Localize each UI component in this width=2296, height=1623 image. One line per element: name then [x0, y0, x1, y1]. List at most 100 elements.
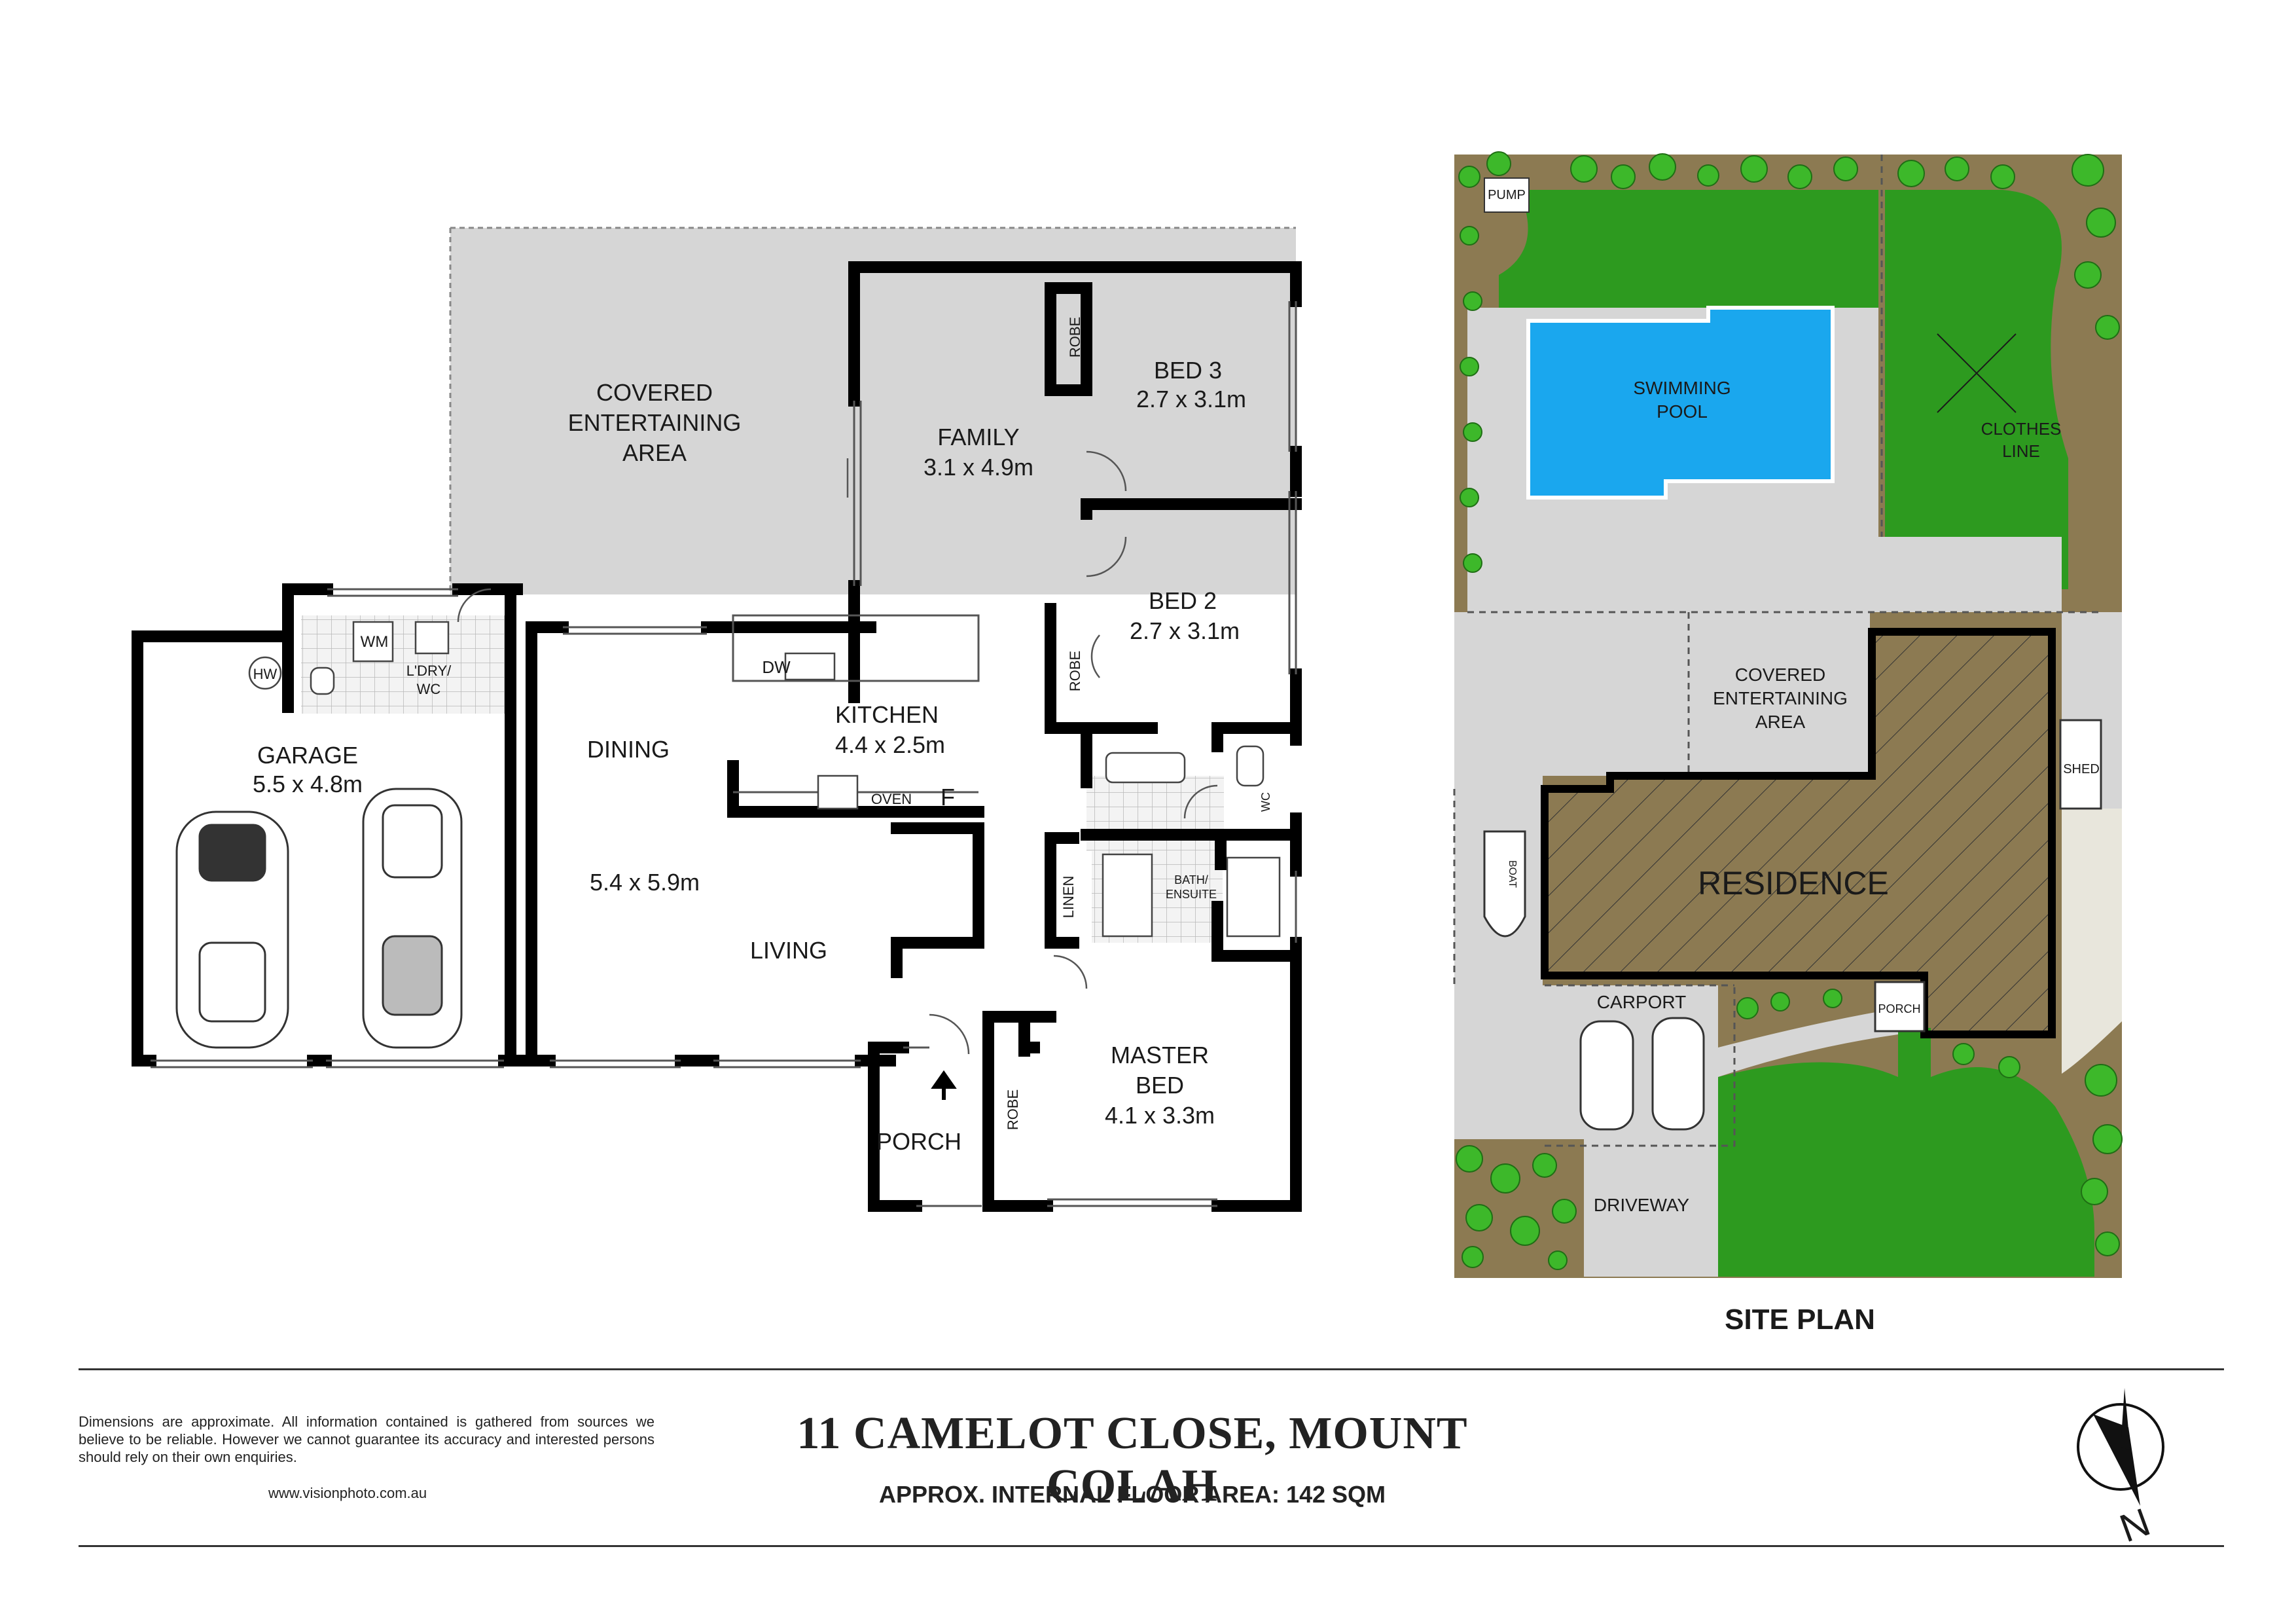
porch-path [1718, 1008, 1898, 1077]
dining-label: DINING [587, 736, 670, 763]
pool-label: POOL [1657, 401, 1708, 422]
footer-rule-top [79, 1368, 2224, 1370]
driveway-label: DRIVEWAY [1594, 1195, 1690, 1215]
site-plan-title: SITE PLAN [1725, 1304, 1875, 1336]
toilet-icon [1236, 745, 1265, 787]
covered-area-label: AREA [622, 439, 687, 466]
floor-plan-labels: COVERED ENTERTAINING AREA GARAGE 5.5 x 4… [253, 317, 1272, 1155]
site-plan: PUMP SWIMMING POOL CLOTHES LINE COVERED … [1453, 151, 2123, 1336]
master-label: BED [1136, 1072, 1184, 1099]
pool-label: SWIMMING [1633, 378, 1731, 398]
pump [1484, 177, 1530, 213]
doors [457, 450, 1218, 1055]
covered-area-edge [449, 227, 1296, 594]
garage-car-right [362, 788, 463, 1049]
family-label: FAMILY [937, 424, 1019, 450]
oven-label: OVEN [871, 791, 912, 807]
site-porch [1874, 981, 1926, 1032]
wc-label: WC [1259, 792, 1272, 812]
covered-area-label: ENTERTAINING [568, 409, 742, 436]
hot-water-icon [248, 656, 282, 690]
site-covered-label: COVERED [1735, 665, 1825, 685]
wc-icon [310, 666, 335, 695]
covered-area-floor [450, 228, 1296, 594]
back-lawn-left [1499, 190, 1878, 308]
windows [151, 301, 1297, 1207]
fridge-label: F [941, 784, 955, 811]
north-label: N [2114, 1500, 2156, 1551]
floor-plan: COVERED ENTERTAINING AREA GARAGE 5.5 x 4… [132, 227, 1302, 1212]
robe-label: ROBE [1067, 651, 1083, 691]
bed3-label: BED 3 [1154, 357, 1222, 384]
kitchen-label: KITCHEN [835, 701, 939, 728]
cooktop-icon [817, 775, 859, 810]
living-dims: 5.4 x 5.9m [590, 869, 700, 896]
website: www.visionphoto.com.au [268, 1485, 427, 1501]
bed2-dims: 2.7 x 3.1m [1130, 617, 1240, 644]
disclaimer: Dimensions are approximate. All informat… [79, 1413, 655, 1465]
living-label: LIVING [750, 937, 827, 964]
east-side-yard [2062, 809, 2122, 1074]
compass-circle [2077, 1403, 2164, 1491]
bathtub-icon [1105, 752, 1186, 784]
vanity-icon [1226, 856, 1281, 938]
bath-label: ENSUITE [1166, 888, 1217, 901]
residence-footprint [1541, 628, 2056, 1038]
fixtures [248, 621, 1281, 938]
family-dims: 3.1 x 4.9m [924, 454, 1033, 481]
pump-label: PUMP [1488, 188, 1526, 202]
north-arrow: N [2077, 1388, 2164, 1551]
linen-label: LINEN [1060, 876, 1077, 919]
shed-label: SHED [2063, 762, 2100, 776]
garage-car-left [175, 811, 289, 1049]
robe-label: ROBE [1067, 317, 1083, 357]
property-address: 11 CAMELOT CLOSE, MOUNT COLAH [797, 1408, 1468, 1511]
entry-arrow-icon [931, 1070, 957, 1100]
compass-needle-icon [2093, 1414, 2140, 1506]
washing-machine-icon [352, 621, 394, 663]
site-porch-label: PORCH [1878, 1002, 1920, 1015]
laundry-label: WC [417, 681, 441, 697]
master-label: MASTER [1111, 1042, 1209, 1068]
covered-area-label: COVERED [596, 379, 713, 406]
kitchen-dims: 4.4 x 2.5m [835, 731, 945, 758]
boat-label: BOAT [1507, 860, 1518, 888]
laundry-label: L'DRY/ [406, 663, 452, 679]
site-plan-labels: PUMP SWIMMING POOL CLOTHES LINE COVERED … [1488, 188, 2100, 1336]
master-dims: 4.1 x 3.3m [1105, 1102, 1215, 1129]
footer-rule-bottom [79, 1545, 2224, 1547]
bed3-dims: 2.7 x 3.1m [1136, 386, 1246, 412]
shed [2059, 719, 2102, 810]
dw-label: DW [762, 657, 791, 677]
bed2-label: BED 2 [1149, 587, 1217, 614]
back-lawn-right [1885, 190, 2068, 589]
porch-label: PORCH [876, 1128, 961, 1155]
robe-label: ROBE [1005, 1089, 1021, 1130]
boat-icon [1483, 830, 1526, 938]
bath-label: BATH/ [1174, 873, 1208, 886]
floor-area: APPROX. INTERNAL FLOOR AREA: 142 SQM [878, 1481, 1386, 1508]
garage-label: GARAGE [257, 742, 358, 769]
clothes-line-label: LINE [2002, 441, 2040, 461]
clothes-line-icon [1937, 333, 2017, 413]
garage-dims: 5.5 x 4.8m [253, 771, 363, 797]
shower-icon [1102, 853, 1153, 938]
hw-label: HW [253, 666, 278, 682]
wm-label: WM [361, 633, 389, 651]
boundary-lines [1453, 155, 2101, 1147]
carport-label: CARPORT [1597, 992, 1686, 1012]
laundry-tub-icon [414, 621, 450, 655]
site-covered-area [1467, 612, 1870, 776]
site-covered-label: ENTERTAINING [1713, 688, 1848, 708]
swimming-pool [1526, 306, 1835, 500]
residence-label: RESIDENCE [1698, 865, 1889, 902]
laundry-floor [301, 615, 509, 714]
garden-shrubs [1456, 151, 2123, 1270]
carport-car-right [1651, 1017, 1705, 1131]
sink-icon [784, 652, 836, 681]
carport-car-left [1579, 1020, 1634, 1131]
front-lawn [1718, 1028, 2094, 1277]
site-covered-label: AREA [1755, 712, 1806, 732]
clothes-line-label: CLOTHES [1981, 419, 2062, 439]
